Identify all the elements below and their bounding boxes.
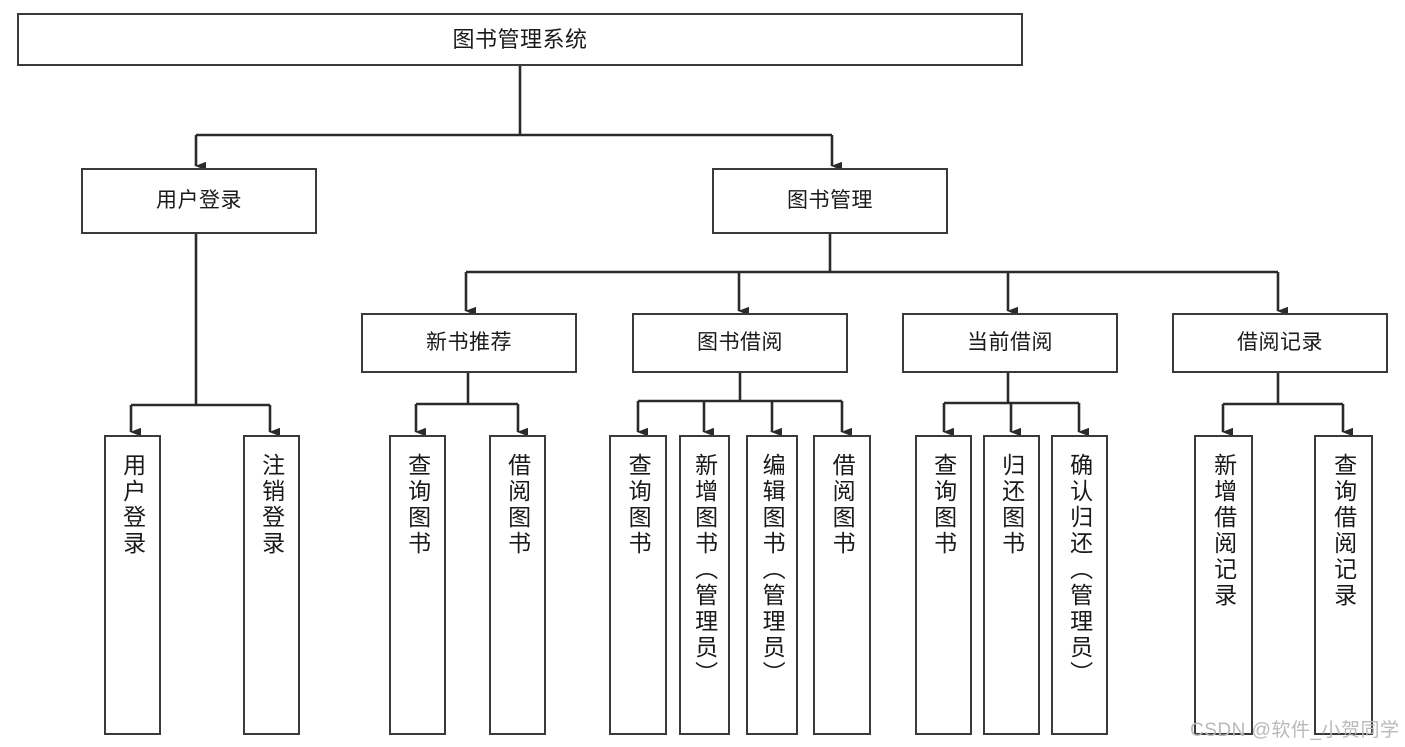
node-label: 新增图书（管理员）: [691, 453, 718, 687]
node-label: 新增借阅记录: [1210, 453, 1237, 609]
leaf-borrow-book-new-recommend[interactable]: 借阅图书: [489, 435, 546, 735]
leaf-query-borrow-record[interactable]: 查询借阅记录: [1314, 435, 1373, 735]
leaf-add-book-admin[interactable]: 新增图书（管理员）: [679, 435, 730, 735]
node-label: 查询图书: [930, 453, 957, 557]
leaf-query-book-current[interactable]: 查询图书: [915, 435, 972, 735]
node-current-borrow[interactable]: 当前借阅: [902, 313, 1118, 373]
node-label: 查询图书: [625, 453, 652, 557]
node-label: 查询图书: [404, 453, 431, 557]
leaf-confirm-return-admin[interactable]: 确认归还（管理员）: [1051, 435, 1108, 735]
node-root-book-management-system[interactable]: 图书管理系统: [17, 13, 1023, 66]
node-book-borrow[interactable]: 图书借阅: [632, 313, 848, 373]
node-label: 借阅图书: [504, 453, 531, 557]
node-label: 查询借阅记录: [1330, 453, 1357, 609]
leaf-borrow-book-borrow[interactable]: 借阅图书: [813, 435, 871, 735]
node-book-manage[interactable]: 图书管理: [712, 168, 948, 234]
node-label: 图书管理: [787, 188, 873, 212]
node-label: 注销登录: [258, 453, 285, 557]
leaf-add-borrow-record[interactable]: 新增借阅记录: [1194, 435, 1253, 735]
node-label: 用户登录: [156, 188, 242, 212]
node-label: 用户登录: [119, 453, 146, 557]
node-borrow-record[interactable]: 借阅记录: [1172, 313, 1388, 373]
leaf-query-book-borrow[interactable]: 查询图书: [609, 435, 667, 735]
node-label: 借阅图书: [829, 453, 856, 557]
leaf-return-book[interactable]: 归还图书: [983, 435, 1040, 735]
node-label: 借阅记录: [1237, 330, 1323, 354]
leaf-edit-book-admin[interactable]: 编辑图书（管理员）: [746, 435, 798, 735]
leaf-logout-login[interactable]: 注销登录: [243, 435, 300, 735]
node-label: 图书管理系统: [452, 26, 588, 52]
leaf-query-book-new-recommend[interactable]: 查询图书: [389, 435, 446, 735]
node-new-book-recommend[interactable]: 新书推荐: [361, 313, 577, 373]
node-label: 新书推荐: [426, 330, 512, 354]
node-label: 确认归还（管理员）: [1066, 453, 1093, 687]
leaf-user-login[interactable]: 用户登录: [104, 435, 161, 735]
node-label: 当前借阅: [967, 330, 1053, 354]
node-label: 编辑图书（管理员）: [759, 453, 786, 687]
node-user-login[interactable]: 用户登录: [81, 168, 317, 234]
node-label: 图书借阅: [697, 330, 783, 354]
node-label: 归还图书: [998, 453, 1025, 557]
